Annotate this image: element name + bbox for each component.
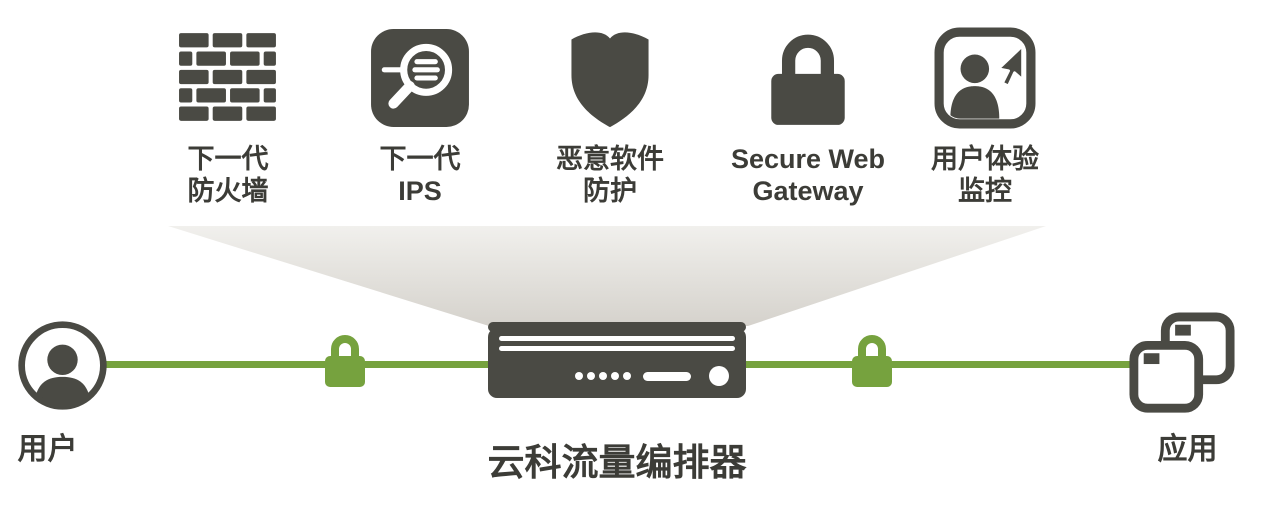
service-label: Secure Web Gateway bbox=[731, 144, 885, 208]
service-label: 用户体验 监控 bbox=[931, 144, 1039, 208]
service-label: 下一代 IPS bbox=[380, 144, 461, 208]
service-label-line: 监控 bbox=[958, 175, 1012, 206]
appliance-icon bbox=[488, 322, 746, 398]
service-label-line: Secure Web bbox=[730, 144, 886, 174]
service-label: 下一代 防火墙 bbox=[188, 144, 269, 208]
service-label-line: 下一代 bbox=[379, 144, 461, 174]
user-icon bbox=[18, 321, 107, 410]
user-label: 用户 bbox=[17, 433, 78, 466]
service-label-line: Gateway bbox=[752, 175, 864, 206]
service-ux-monitoring: 用户体验 监控 bbox=[885, 25, 1085, 208]
orchestrator-label: 云科流量编排器 bbox=[487, 442, 747, 483]
firewall-icon bbox=[177, 25, 279, 131]
service-swg: Secure Web Gateway bbox=[708, 25, 908, 208]
funnel-shape bbox=[168, 226, 1046, 326]
service-label-line: 防火墙 bbox=[187, 175, 269, 206]
service-label-line: 用户体验 bbox=[931, 144, 1039, 174]
applications-icon bbox=[1129, 312, 1235, 413]
shield-icon bbox=[559, 25, 661, 131]
service-label-line: 下一代 bbox=[187, 144, 269, 174]
service-malware-protection: 恶意软件 防护 bbox=[510, 25, 710, 208]
service-label-line: 防护 bbox=[583, 175, 637, 206]
lock-icon bbox=[757, 25, 859, 131]
green-lock-icon bbox=[852, 335, 892, 387]
service-ngfw: 下一代 防火墙 bbox=[128, 25, 328, 208]
green-lock-icon bbox=[325, 335, 365, 387]
service-label-line: IPS bbox=[398, 175, 442, 206]
service-ngips: 下一代 IPS bbox=[320, 25, 520, 208]
user-monitor-icon bbox=[934, 25, 1036, 131]
app-label: 应用 bbox=[1157, 433, 1218, 466]
service-label: 恶意软件 防护 bbox=[556, 144, 664, 208]
service-label-line: 恶意软件 bbox=[556, 144, 664, 174]
ips-magnifier-icon bbox=[369, 25, 471, 131]
